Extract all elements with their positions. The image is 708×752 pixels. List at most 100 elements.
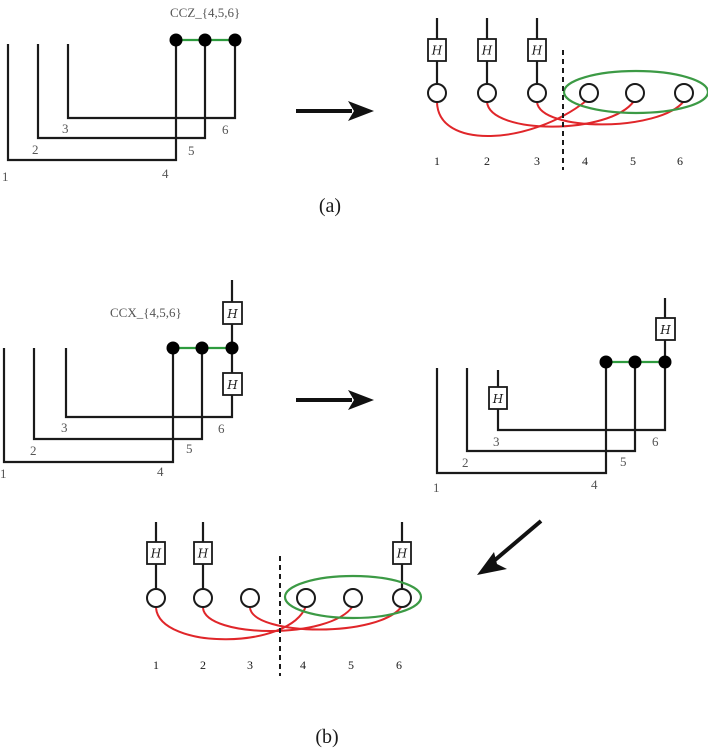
wire-1: [6, 40, 178, 162]
ccx-target-4: [166, 341, 180, 355]
hadamard-label-2: H: [481, 44, 493, 58]
hadamard-gate-1: [427, 38, 447, 62]
qubit-number-3: 3: [534, 154, 540, 168]
panel-b-graph: H H H 1 2 3 4 5 6: [146, 522, 423, 676]
edge-1-4: [155, 605, 307, 641]
wire-2: [32, 348, 204, 441]
hadamard-gate-2: [193, 541, 213, 565]
qubit-number-1: 1: [153, 658, 159, 672]
hadamard-label-top-right: H: [659, 323, 671, 337]
wire-label-3-right: 3: [493, 434, 500, 449]
wire-label-2-right: 2: [462, 455, 469, 470]
panel-a-graph: H H H 1 2 3 4 5 6: [427, 18, 708, 170]
wire-1: [2, 348, 175, 464]
qubit-4: [296, 588, 316, 608]
wire-label-1: 1: [2, 169, 9, 184]
qubit-number-6: 6: [396, 658, 402, 672]
wire-2-right: [465, 362, 637, 453]
qubit-1: [427, 83, 447, 103]
ccx-group-ellipse: [283, 574, 423, 620]
ccx-target-5: [195, 341, 209, 355]
hadamard-gate-wire3: [488, 386, 508, 410]
wire-label-4-right: 4: [591, 477, 598, 492]
hadamard-gate-1: [146, 541, 166, 565]
wire-label-1-right: 1: [433, 480, 440, 495]
hadamard-label-wire3: H: [492, 392, 504, 406]
wire-label-1: 1: [0, 466, 7, 481]
edge-3-6: [249, 605, 403, 631]
hadamard-gate-6: [392, 541, 412, 565]
hadamard-gate-top-right: [655, 317, 676, 341]
wire-label-2: 2: [32, 142, 39, 157]
qubit-number-2: 2: [484, 154, 490, 168]
qubit-6: [392, 588, 412, 608]
ccx-target-6: [225, 341, 239, 355]
qubit-number-4: 4: [582, 154, 588, 168]
wire-label-5-right: 5: [620, 454, 627, 469]
qubit-6: [674, 83, 694, 103]
ccz-target-4: [169, 33, 183, 47]
hadamard-label-6: H: [396, 547, 408, 561]
qubit-number-5: 5: [630, 154, 636, 168]
wire-label-2: 2: [30, 443, 37, 458]
qubit-number-5: 5: [348, 658, 354, 672]
wire-label-6: 6: [222, 122, 229, 137]
qubit-number-2: 2: [200, 658, 206, 672]
ccz-gate-label: CCZ_{4,5,6}: [170, 5, 240, 20]
panel-b-right-circuit: H H 1 2 3 4 5 6: [433, 298, 676, 495]
hadamard-gate-2: [477, 38, 497, 62]
qubit-5: [343, 588, 363, 608]
hadamard-gate-bottom: [222, 372, 243, 396]
ccz-target-5: [198, 33, 212, 47]
wire-label-3: 3: [62, 121, 69, 136]
ccx-target-4-right: [599, 355, 613, 369]
edge-2-5: [202, 605, 354, 632]
panel-a-circuit: CCZ_{4,5,6} 1 2 3 4 5 6: [2, 5, 242, 184]
panel-b-arrow-right: [296, 390, 374, 410]
hadamard-label-1: H: [431, 44, 443, 58]
qubit-number-3: 3: [247, 658, 253, 672]
panel-a-arrow: [296, 101, 374, 121]
hadamard-label-top: H: [226, 307, 238, 321]
qubit-5: [625, 83, 645, 103]
hadamard-gate-3: [527, 38, 547, 62]
qubit-4: [579, 83, 599, 103]
wire-label-6-right: 6: [652, 434, 659, 449]
ccx-gate-label: CCX_{4,5,6}: [110, 305, 182, 320]
edge-2-5: [486, 100, 635, 128]
wire-1-right: [435, 362, 608, 475]
wire-label-5: 5: [186, 441, 193, 456]
ccz-target-6: [228, 33, 242, 47]
qubit-2: [477, 83, 497, 103]
ccx-target-6-right: [658, 355, 672, 369]
wire-label-4: 4: [162, 166, 169, 181]
panel-b-left-circuit: H H CCX_{4,5,6} 1 2 3 4 5 6: [0, 280, 243, 481]
wire-3: [66, 40, 237, 120]
qubit-number-6: 6: [677, 154, 683, 168]
qubit-number-4: 4: [300, 658, 306, 672]
wire-label-4: 4: [157, 464, 164, 479]
qubit-1: [146, 588, 166, 608]
wire-label-6: 6: [218, 421, 225, 436]
ccz-group-ellipse: [562, 69, 708, 115]
panel-a-caption: (a): [319, 195, 341, 217]
panel-b-arrow-diagonal: [477, 519, 543, 575]
qubit-3: [527, 83, 547, 103]
ccx-target-5-right: [628, 355, 642, 369]
wire-label-3: 3: [61, 420, 68, 435]
qubit-3: [240, 588, 260, 608]
panel-a: CCZ_{4,5,6} 1 2 3 4 5 6 H H H: [2, 5, 708, 217]
hadamard-label-1: H: [150, 547, 162, 561]
hadamard-label-2: H: [197, 547, 209, 561]
wire-2: [36, 40, 207, 140]
panel-b-caption: (b): [315, 726, 338, 748]
qubit-2: [193, 588, 213, 608]
hadamard-label-bottom: H: [226, 378, 238, 392]
hadamard-label-3: H: [531, 44, 543, 58]
panel-b: H H CCX_{4,5,6} 1 2 3 4 5 6 H H: [0, 280, 676, 748]
edge-1-4: [436, 100, 587, 137]
hadamard-gate-top: [222, 301, 243, 325]
wire-label-5: 5: [188, 143, 195, 158]
qubit-number-1: 1: [434, 154, 440, 168]
